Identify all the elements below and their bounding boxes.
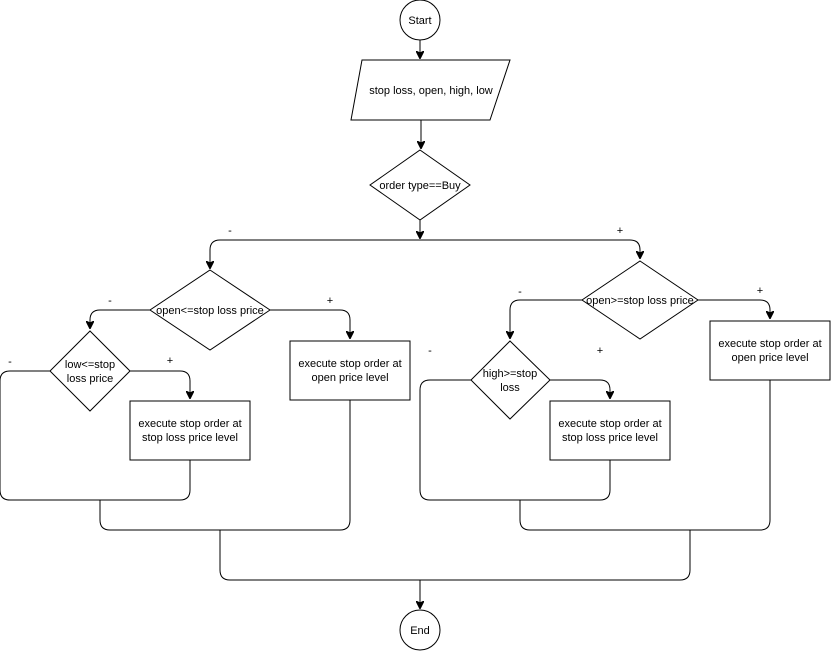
nodes: Start stop loss, open, high, low order t…	[49, 0, 831, 651]
exec-sell-stoploss-line2: stop loss price level	[562, 432, 658, 444]
edge-order-minus	[210, 239, 420, 268]
low-le-decision: low<=stop loss price	[49, 330, 131, 412]
high-ge-label-line2: loss	[500, 382, 520, 394]
edge-open-le-plus	[270, 309, 350, 338]
open-le-plus-label: +	[327, 295, 333, 307]
high-ge-decision: high>=stop loss	[470, 340, 551, 420]
open-le-decision: open<=stop loss price	[149, 269, 271, 351]
edge-high-plus	[550, 379, 610, 398]
input-node: stop loss, open, high, low	[350, 59, 511, 121]
high-ge-label-line1: high>=stop	[483, 368, 537, 380]
edge-low-plus	[130, 370, 190, 398]
edge-open-le-minus	[90, 309, 150, 328]
open-le-label: open<=stop loss price	[156, 305, 264, 317]
low-le-label-line2: loss price	[67, 373, 113, 385]
edge-open-ge-plus	[698, 299, 770, 318]
open-ge-minus-label: -	[518, 286, 522, 298]
low-plus-label: +	[167, 355, 173, 367]
exec-sell-stoploss-node: execute stop order at stop loss price le…	[549, 400, 671, 461]
exec-buy-stoploss-line2: stop loss price level	[142, 432, 238, 444]
edges	[0, 40, 770, 608]
high-plus-label: +	[597, 345, 603, 357]
exec-buy-open-node: execute stop order at open price level	[289, 340, 411, 401]
exec-sell-open-node: execute stop order at open price level	[709, 320, 831, 381]
exec-buy-open-line1: execute stop order at	[298, 358, 401, 370]
edge-high-minus	[419, 379, 611, 501]
exec-buy-stoploss-line1: execute stop order at	[138, 418, 241, 430]
order-plus-label: +	[617, 225, 623, 237]
low-minus-label: -	[8, 356, 12, 368]
open-ge-decision: open>=stop loss price	[581, 260, 699, 340]
open-ge-label: open>=stop loss price	[586, 295, 694, 307]
low-le-label-line1: low<=stop	[65, 359, 115, 371]
start-label: Start	[408, 15, 431, 27]
edge-labels: - + - + - + - + - +	[8, 225, 763, 368]
exec-sell-open-line2: open price level	[731, 352, 808, 364]
end-node: End	[399, 609, 441, 651]
high-minus-label: -	[428, 345, 432, 357]
edge-order-plus	[420, 239, 640, 258]
exec-sell-stoploss-line1: execute stop order at	[558, 418, 661, 430]
edge-right-merge	[519, 380, 771, 531]
edge-final-merge	[219, 530, 691, 581]
input-label: stop loss, open, high, low	[369, 85, 493, 97]
order-type-label: order type==Buy	[379, 180, 461, 192]
open-le-minus-label: -	[108, 295, 112, 307]
start-node: Start	[399, 0, 441, 41]
edge-left-merge	[99, 400, 351, 531]
order-type-decision: order type==Buy	[369, 149, 471, 221]
open-ge-plus-label: +	[757, 285, 763, 297]
exec-buy-open-line2: open price level	[311, 372, 388, 384]
exec-sell-open-line1: execute stop order at	[718, 338, 821, 350]
edge-open-ge-minus	[510, 299, 582, 338]
edge-low-minus	[0, 370, 191, 501]
exec-buy-stoploss-node: execute stop order at stop loss price le…	[129, 400, 251, 461]
order-minus-label: -	[228, 225, 232, 237]
end-label: End	[410, 625, 430, 637]
